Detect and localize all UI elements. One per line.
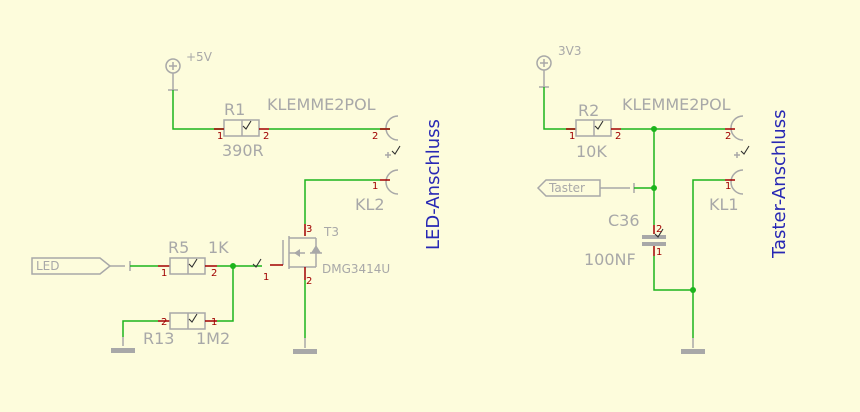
kl2-name: KL2 xyxy=(355,195,385,214)
resistor-r5[interactable]: R5 1K 1 2 xyxy=(158,238,229,279)
r1-name: R1 xyxy=(224,100,245,119)
r13-pin2: 2 xyxy=(161,317,167,328)
connector-kl2[interactable]: KLEMME2POL KL2 2 1 xyxy=(267,95,401,214)
kl2-type: KLEMME2POL xyxy=(267,95,376,114)
t3-pin1: 1 xyxy=(263,272,269,283)
kl1-pin2: 2 xyxy=(725,131,731,142)
connector-kl1[interactable]: KLEMME2POL KL1 2 1 xyxy=(622,95,750,214)
supply-3v3-symbol[interactable]: 3V3 xyxy=(536,44,581,88)
led-port[interactable]: LED xyxy=(31,257,131,275)
right-circuit: 3V3 R2 10K 1 2 KLEMME2POL xyxy=(536,44,790,354)
r13-value: 1M2 xyxy=(196,329,230,348)
r2-pin2: 2 xyxy=(615,131,621,142)
resistor-r13[interactable]: R13 1M2 2 1 xyxy=(143,312,230,348)
r2-name: R2 xyxy=(578,101,599,120)
wire-kl2-drain xyxy=(304,179,380,224)
c36-value: 100NF xyxy=(584,250,636,269)
r5-pin1: 1 xyxy=(161,268,167,279)
wire-junction-r13 xyxy=(217,266,234,322)
ground-symbol-r13 xyxy=(111,320,158,353)
r5-value: 1K xyxy=(208,238,229,257)
r13-pin1: 1 xyxy=(211,317,217,328)
wire-3v3-r2 xyxy=(543,87,576,130)
t3-name: T3 xyxy=(323,225,339,239)
left-circuit: +5V R1 390R 1 2 KLEMME2POL xyxy=(31,50,444,354)
junction-gnd xyxy=(690,287,696,293)
led-anschluss-title: LED-Anschluss xyxy=(423,119,444,250)
wire-cap-gnd xyxy=(653,256,693,291)
ground-symbol-left xyxy=(293,338,317,354)
r5-name: R5 xyxy=(168,238,189,257)
taster-port-label: Taster xyxy=(548,181,585,195)
r2-value: 10K xyxy=(576,142,607,161)
kl2-pin1: 1 xyxy=(372,181,378,192)
led-port-label: LED xyxy=(36,259,60,273)
kl1-pin1: 1 xyxy=(725,181,731,192)
c36-pin1: 1 xyxy=(656,247,662,258)
r2-pin1: 1 xyxy=(569,131,575,142)
t3-pin3: 3 xyxy=(306,224,312,235)
resistor-r1[interactable]: R1 390R 1 2 xyxy=(214,100,269,160)
mosfet-t3[interactable]: T3 DMG3414U 3 2 1 xyxy=(263,224,390,287)
kl1-type: KLEMME2POL xyxy=(622,95,731,114)
ground-symbol-right xyxy=(681,338,705,354)
gate-check-mark xyxy=(252,258,262,268)
t3-pin2: 2 xyxy=(306,276,312,287)
capacitor-c36[interactable]: C36 100NF 2 1 xyxy=(584,211,666,269)
taster-anschluss-title: Taster-Anschluss xyxy=(769,110,790,259)
supply-3v3-label: 3V3 xyxy=(558,44,581,58)
c36-pin2: 2 xyxy=(656,224,662,235)
resistor-r2[interactable]: R2 10K 1 2 xyxy=(566,101,621,161)
kl1-name: KL1 xyxy=(709,195,739,214)
wire-kl1-gnd xyxy=(692,179,725,338)
r5-pin2: 2 xyxy=(211,268,217,279)
wire-5v-r1 xyxy=(172,90,224,130)
taster-port[interactable]: Taster xyxy=(536,179,635,197)
t3-value: DMG3414U xyxy=(322,262,390,276)
r1-pin2: 2 xyxy=(263,131,269,142)
supply-5v-label: +5V xyxy=(186,50,213,64)
kl2-pin2: 2 xyxy=(372,131,378,142)
r13-name: R13 xyxy=(143,329,174,348)
r1-value: 390R xyxy=(222,141,264,160)
r1-pin1: 1 xyxy=(217,131,223,142)
c36-name: C36 xyxy=(608,211,640,230)
supply-5v-symbol[interactable]: +5V xyxy=(165,50,213,91)
